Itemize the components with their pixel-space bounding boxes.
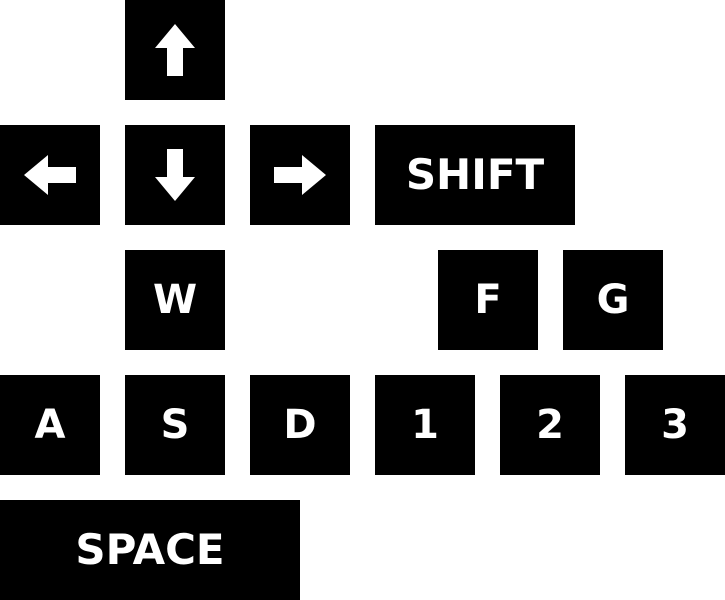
- arrow-up-key: [125, 0, 225, 100]
- two-key: 2: [500, 375, 600, 475]
- one-key: 1: [375, 375, 475, 475]
- two-key-label: 2: [536, 402, 564, 448]
- shift-key-label: SHIFT: [405, 150, 545, 199]
- s-key: S: [125, 375, 225, 475]
- arrow-left-icon: [24, 155, 76, 195]
- arrow-right-key: [250, 125, 350, 225]
- s-key-label: S: [160, 402, 190, 448]
- three-key-label: 3: [661, 402, 689, 448]
- arrow-left-key: [0, 125, 100, 225]
- space-key-label: SPACE: [75, 525, 225, 574]
- arrow-up-icon: [155, 24, 195, 76]
- g-key: G: [563, 250, 663, 350]
- a-key: A: [0, 375, 100, 475]
- one-key-label: 1: [411, 402, 439, 448]
- f-key-label: F: [474, 277, 502, 323]
- d-key: D: [250, 375, 350, 475]
- d-key-label: D: [283, 402, 317, 448]
- g-key-label: G: [596, 277, 630, 323]
- w-key: W: [125, 250, 225, 350]
- three-key: 3: [625, 375, 725, 475]
- shift-key: SHIFT: [375, 125, 575, 225]
- w-key-label: W: [152, 277, 198, 323]
- space-key: SPACE: [0, 500, 300, 600]
- arrow-down-icon: [155, 149, 195, 201]
- f-key: F: [438, 250, 538, 350]
- arrow-right-icon: [274, 155, 326, 195]
- arrow-down-key: [125, 125, 225, 225]
- a-key-label: A: [34, 402, 66, 448]
